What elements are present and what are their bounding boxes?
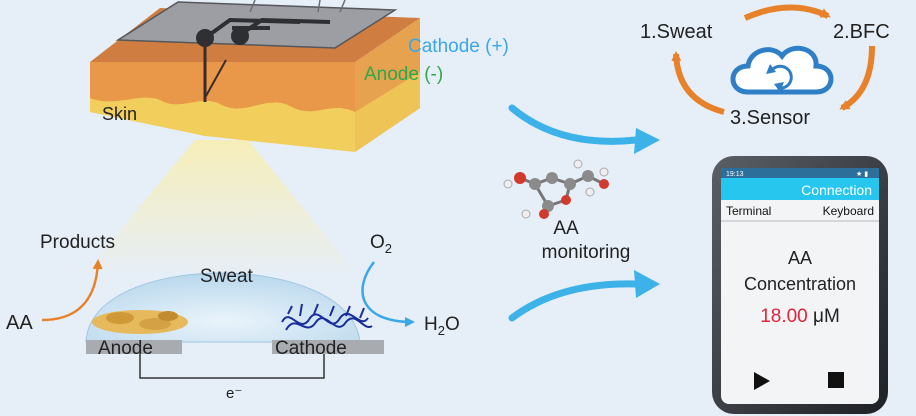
cloud-sync-icon: [730, 45, 834, 95]
status-icons: ★ ▮: [856, 170, 868, 178]
cycle-diagram: 1.Sweat 2.BFC 3.Sensor: [640, 4, 890, 129]
magnification-beam: [86, 140, 355, 272]
flow-arrow-upper: [508, 104, 640, 145]
anode-enzyme: [92, 310, 188, 334]
monitoring-label-text: monitoring: [542, 242, 631, 263]
products-label: Products: [40, 232, 115, 253]
cathode-text: Cathode: [275, 338, 347, 359]
reduction-arrow: [361, 261, 415, 327]
cycle-arrow-bfc-to-sensor: [839, 45, 875, 111]
tab-terminal[interactable]: Terminal: [726, 204, 771, 218]
play-icon[interactable]: [754, 372, 770, 390]
readout-title-aa: AA: [788, 248, 812, 268]
external-circuit: [139, 354, 325, 379]
o2-label: O2: [370, 232, 392, 256]
cathode-label: Cathode (+): [408, 36, 509, 57]
cycle-step-bfc: 2.BFC: [833, 21, 890, 43]
cycle-arrow-sweat-to-bfc: [743, 4, 831, 21]
status-time: 19:13: [726, 171, 744, 178]
connection-button[interactable]: Connection: [801, 182, 872, 198]
skin-block: Skin: [86, 0, 420, 272]
flow-arrow-lower: [508, 280, 640, 322]
tab-keyboard[interactable]: Keyboard: [823, 204, 874, 218]
electron-label: e⁻: [226, 385, 242, 402]
reaction-schematic: Sweat Anode Cathode e⁻ AA Products O2 H2…: [6, 232, 460, 402]
sweat-label: Sweat: [200, 266, 254, 287]
cycle-arrow-sensor-to-sweat: [671, 51, 725, 115]
anode-text: Anode: [98, 338, 153, 359]
cathode-electrode: [272, 340, 384, 354]
cathode-enzyme: [281, 303, 373, 331]
cycle-step-sweat: 1.Sweat: [640, 21, 713, 43]
anode-label: Anode (-): [364, 64, 443, 85]
readout-value: 18.00 μM: [760, 306, 840, 327]
monitoring-label-aa: AA: [553, 218, 579, 239]
status-bar: [721, 168, 879, 178]
aa-substrate-label: AA: [6, 312, 33, 334]
h2o-label: H2O: [424, 314, 460, 338]
readout-title-concentration: Concentration: [744, 274, 856, 294]
cycle-step-sensor: 3.Sensor: [730, 107, 810, 129]
stop-icon[interactable]: [828, 372, 844, 388]
smartphone: 19:13 ★ ▮ Connection Terminal Keyboard A…: [712, 156, 888, 414]
anode-electrode: [86, 340, 182, 354]
oxidation-arrow: [41, 259, 103, 322]
skin-label: Skin: [102, 104, 137, 124]
molecule-icon: [503, 159, 609, 219]
app-bar: [721, 178, 879, 200]
